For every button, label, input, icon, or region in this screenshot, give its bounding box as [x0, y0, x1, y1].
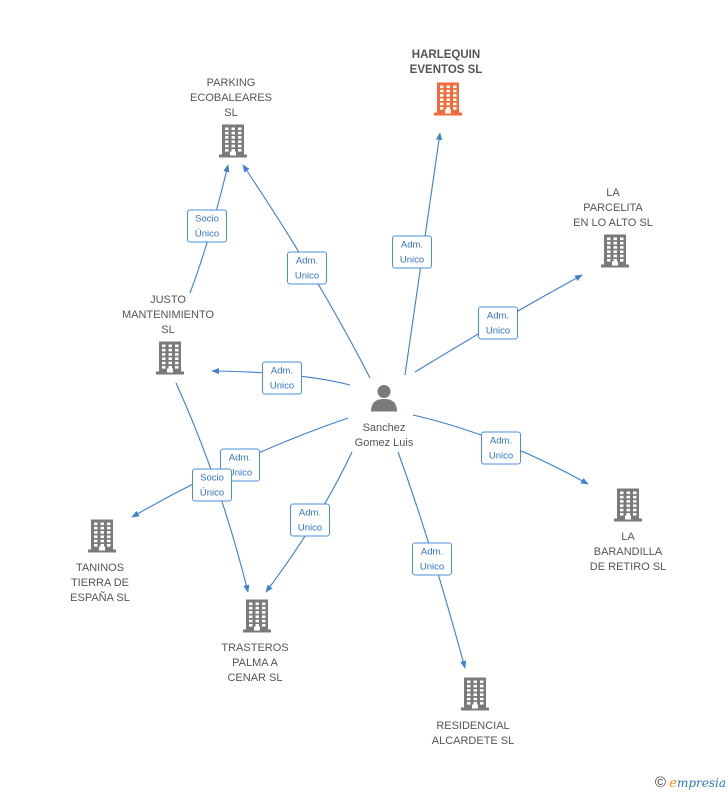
brand-rest: mpresia — [676, 776, 726, 790]
company-trasteros-label[interactable]: TRASTEROS PALMA A CENAR SL — [221, 642, 289, 684]
company-parking-building-icon[interactable] — [219, 124, 247, 163]
relation-badge-justo-trasteros[interactable]: Socio Único — [192, 468, 232, 502]
company-residencial-building-icon[interactable] — [461, 677, 489, 716]
relation-badge-person-taninos[interactable]: Adm. Unico — [220, 448, 260, 482]
company-residencial-label[interactable]: RESIDENCIAL ALCARDETE SL — [431, 720, 515, 747]
company-trasteros-building-icon[interactable] — [243, 599, 271, 638]
company-taninos-label[interactable]: TANINOS TIERRA DE ESPAÑA SL — [70, 562, 130, 604]
company-justo-building-icon[interactable] — [156, 341, 184, 380]
brand-e: e — [669, 776, 677, 791]
company-parking-label[interactable]: PARKING ECOBALEARES SL — [190, 77, 272, 119]
relation-badge-person-parcelita[interactable]: Adm. Unico — [478, 306, 518, 340]
company-justo-label[interactable]: JUSTO MANTENIMIENTO SL — [121, 294, 215, 336]
relation-badge-person-parking[interactable]: Adm. Unico — [287, 251, 327, 285]
copyright-symbol: © — [654, 774, 666, 791]
company-taninos-building-icon[interactable] — [88, 519, 116, 558]
person-icon[interactable] — [369, 383, 399, 418]
company-harlequin-label[interactable]: HARLEQUIN EVENTOS SL — [409, 49, 483, 76]
relation-badge-person-barandilla[interactable]: Adm. Unico — [481, 431, 521, 465]
company-parcelita-label[interactable]: LA PARCELITA EN LO ALTO SL — [573, 187, 653, 229]
relation-badge-person-harlequin[interactable]: Adm. Unico — [392, 235, 432, 269]
company-barandilla-building-icon[interactable] — [614, 488, 642, 527]
person-label[interactable]: Sanchez Gomez Luis — [354, 422, 414, 449]
relation-badge-justo-parking[interactable]: Socio Único — [187, 209, 227, 243]
company-barandilla-label[interactable]: LA BARANDILLA DE RETIRO SL — [589, 531, 667, 573]
company-parcelita-building-icon[interactable] — [601, 234, 629, 273]
relation-badge-person-residencial[interactable]: Adm. Unico — [412, 542, 452, 576]
company-harlequin-building-icon[interactable] — [434, 82, 462, 121]
footer-brand: © empresia — [655, 774, 726, 791]
relation-badge-person-trasteros[interactable]: Adm. Unico — [290, 503, 330, 537]
relation-badge-person-justo[interactable]: Adm. Unico — [262, 361, 302, 395]
